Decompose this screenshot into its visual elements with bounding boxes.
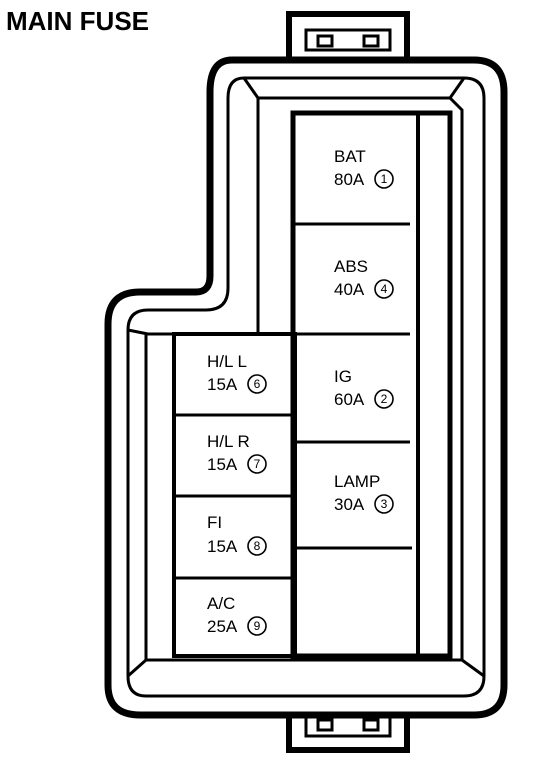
fuse-number: 1 [381, 172, 388, 186]
fuse-number-circle [374, 494, 394, 514]
fuse-number: 2 [381, 392, 388, 406]
fuse-name: A/C [207, 594, 235, 613]
fuse-rating: 40A [334, 280, 365, 299]
fuse-number-circle [374, 389, 394, 409]
fuse-number: 6 [254, 377, 261, 391]
fuse-number: 7 [254, 457, 261, 471]
fuse-rating: 60A [334, 390, 365, 409]
fuse-box-housing [104, 56, 508, 719]
fuse-name: BAT [334, 147, 366, 166]
fuse-number-circle [247, 616, 267, 636]
fuse-name: LAMP [334, 472, 380, 491]
fuse-name: ABS [334, 257, 368, 276]
fuse-ig: IG 60A 2 [334, 367, 394, 409]
fuse-number: 3 [381, 497, 388, 511]
fuse-ac: A/C 25A 9 [207, 594, 267, 636]
fuse-rating: 25A [207, 617, 238, 636]
fuse-rating: 30A [334, 495, 365, 514]
fuse-number-circle [247, 374, 267, 394]
fuse-number: 8 [254, 539, 261, 553]
fuse-number: 9 [254, 619, 261, 633]
fuse-name: IG [334, 367, 352, 386]
fuse-rating: 15A [207, 455, 238, 474]
fuse-hll: H/L L 15A 6 [207, 352, 267, 394]
fuse-box-rim [126, 76, 486, 698]
fuse-bat: BAT 80A 1 [334, 147, 394, 189]
fuse-rating: 80A [334, 170, 365, 189]
fuse-name: FI [207, 513, 222, 532]
fuse-number-circle [247, 454, 267, 474]
fuse-number-circle [374, 279, 394, 299]
fuse-rating: 15A [207, 375, 238, 394]
fuse-name: H/L L [207, 352, 247, 371]
fuse-abs: ABS 40A 4 [334, 257, 394, 299]
right-column-dividers [295, 222, 412, 550]
fuse-number: 4 [381, 282, 388, 296]
fuse-lamp: LAMP 30A 3 [334, 472, 394, 514]
diagram-title: MAIN FUSE [6, 6, 149, 36]
left-column-dividers [174, 413, 295, 580]
fuse-number-circle [247, 536, 267, 556]
fuse-rating: 15A [207, 537, 238, 556]
top-connector-tab [286, 11, 410, 63]
fuse-name: H/L R [207, 432, 250, 451]
fuse-hlr: H/L R 15A 7 [207, 432, 267, 474]
fuse-number-circle [374, 169, 394, 189]
fuse-fi: FI 15A 8 [207, 513, 267, 556]
